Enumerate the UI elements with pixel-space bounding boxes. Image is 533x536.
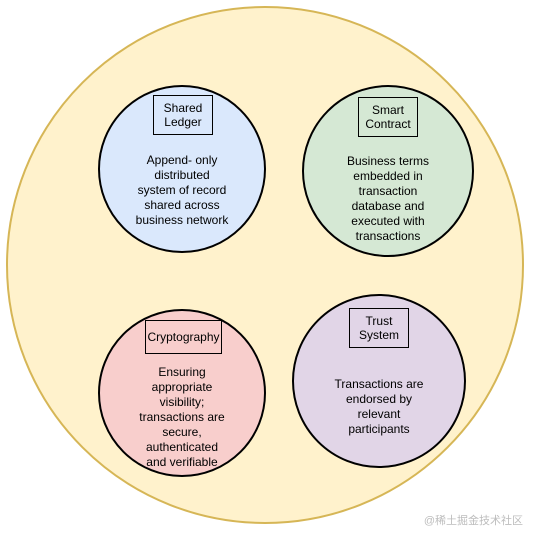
shared-ledger-description: Append- only distributed system of recor… [135,153,229,227]
trust-system-description: Transactions are endorsed by relevant pa… [334,377,424,436]
outer-container-circle [6,6,524,524]
shared-ledger-label: Shared Ledger [153,95,213,135]
watermark-text: @稀土掘金技术社区 [423,515,523,527]
shared-ledger-circle [98,85,266,253]
cryptography-label: Cryptography [145,320,222,354]
trust-system-circle [292,294,466,468]
smart-contract-circle [302,85,474,257]
cryptography-description: Ensuring appropriate visibility; transac… [139,365,225,469]
cryptography-circle [98,309,266,477]
trust-system-label: Trust System [349,308,409,348]
smart-contract-label: Smart Contract [358,97,418,137]
smart-contract-description: Business terms embedded in transaction d… [346,154,430,243]
